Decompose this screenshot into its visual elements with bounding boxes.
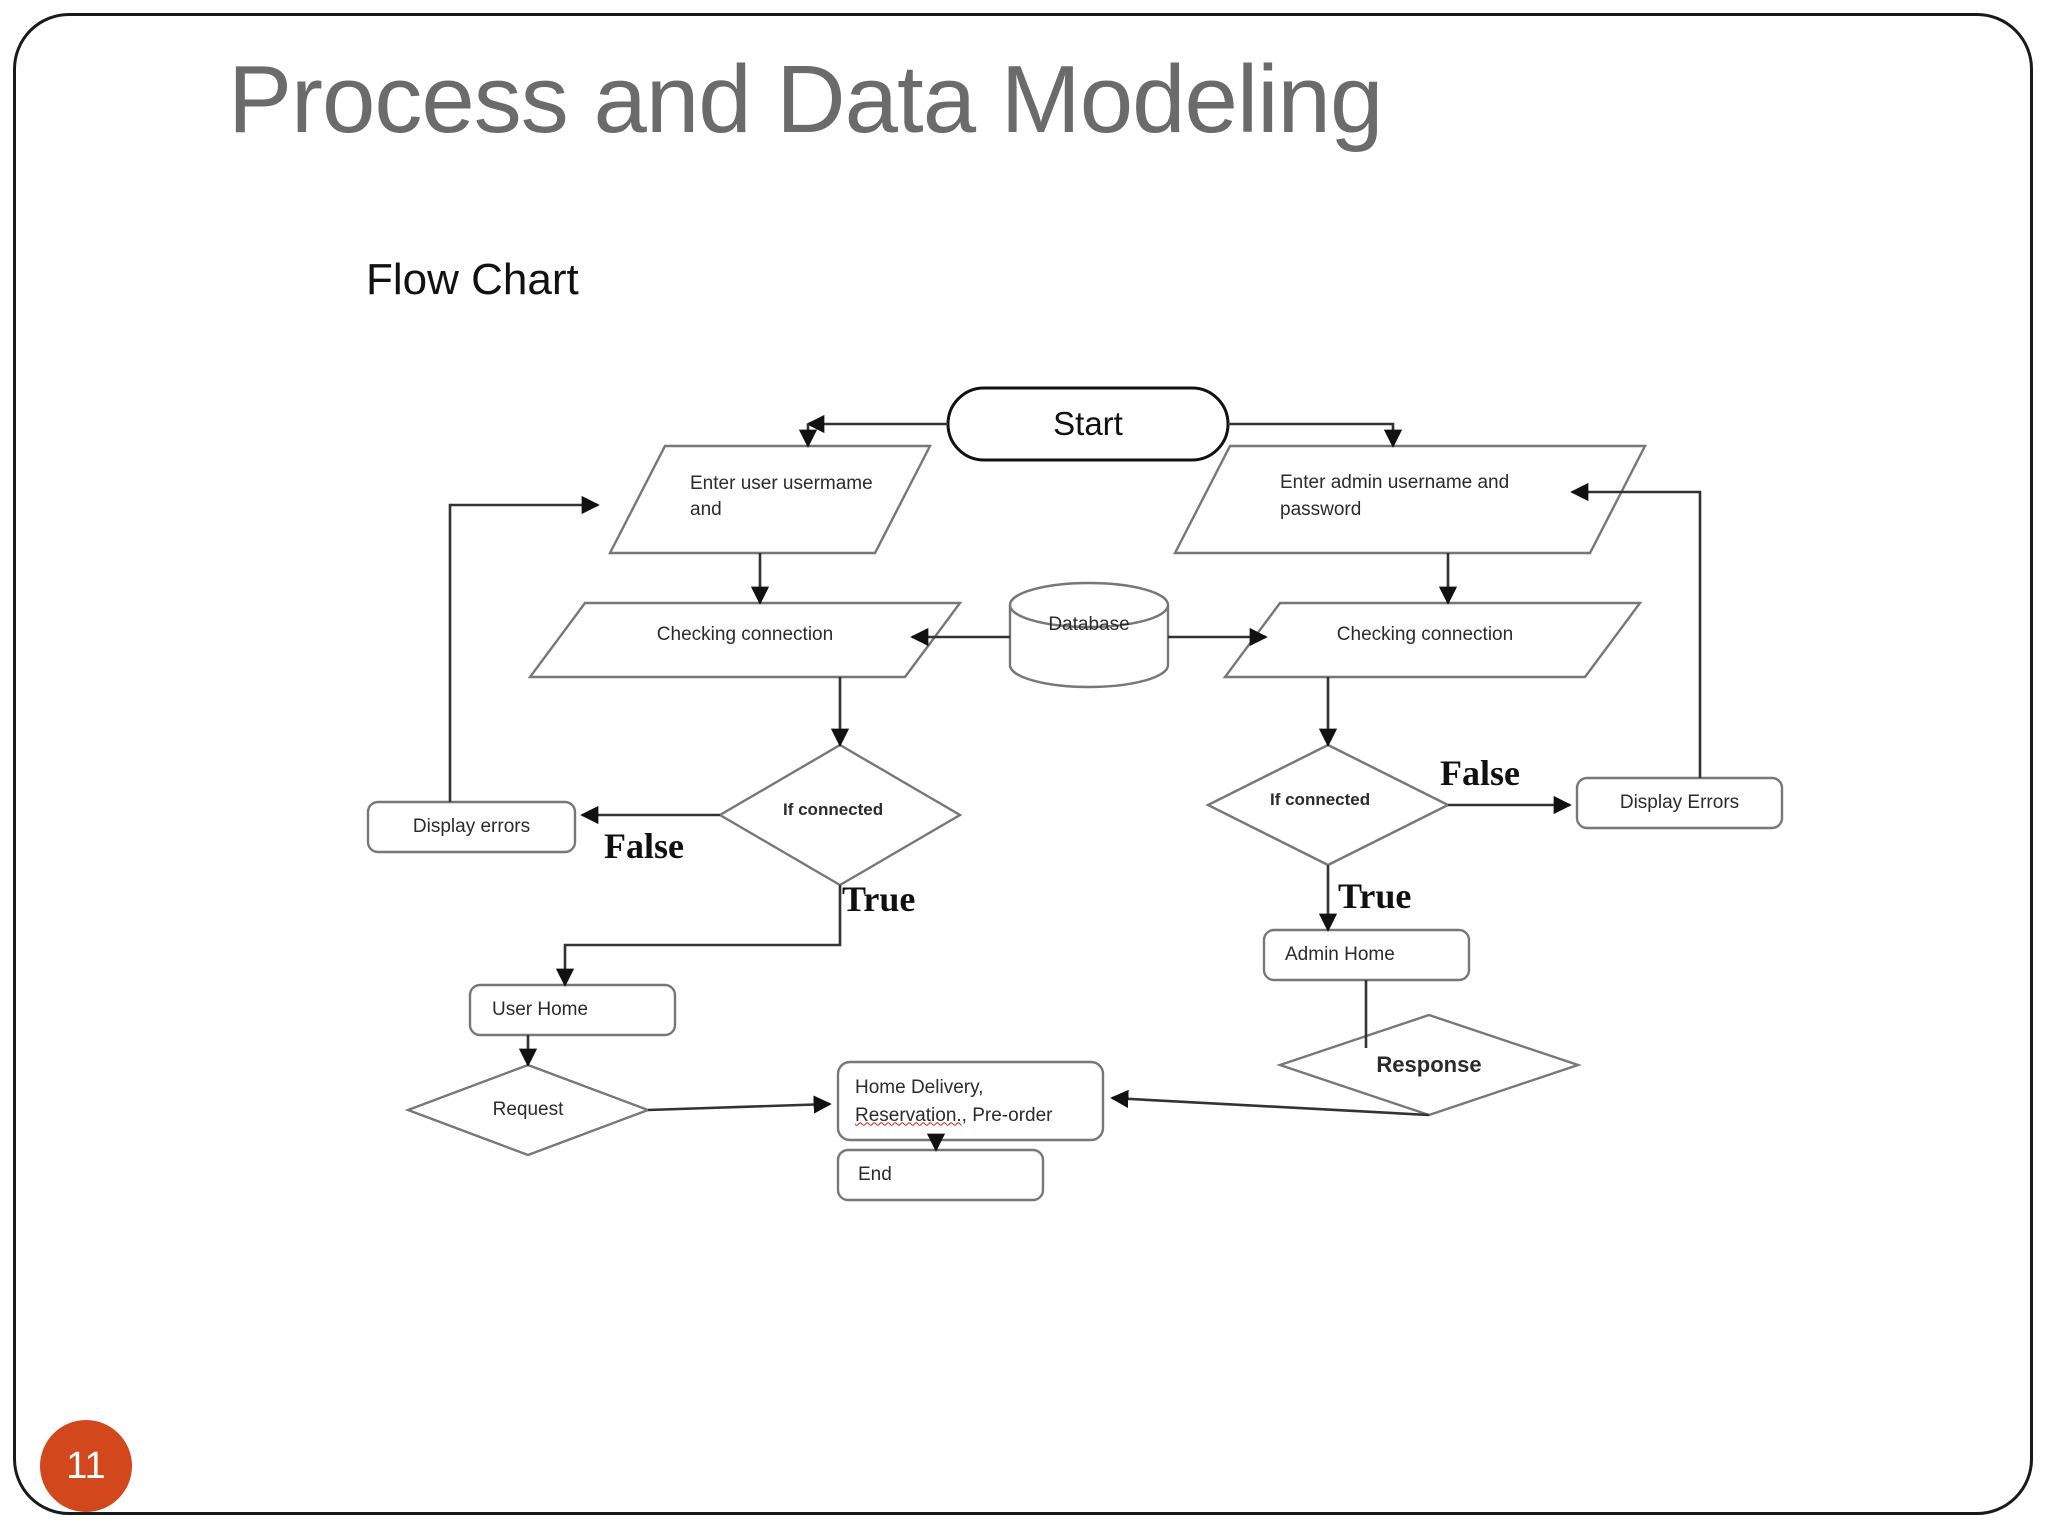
node-request bbox=[404, 1063, 652, 1157]
edge-label-false-right: False bbox=[1440, 753, 1520, 793]
slide-frame bbox=[13, 13, 2033, 1515]
edge-label-false-left: False bbox=[604, 826, 684, 866]
node-start bbox=[946, 386, 1230, 462]
node-display-errors-admin bbox=[1575, 776, 1784, 830]
node-admin-input bbox=[1173, 444, 1647, 555]
node-check-user bbox=[527, 601, 963, 679]
node-user-home bbox=[468, 983, 677, 1037]
edge-label-true-right: True bbox=[1338, 876, 1412, 916]
node-display-errors-user bbox=[366, 800, 577, 854]
edge-request-to-services bbox=[647, 1095, 832, 1114]
node-if-conn-user bbox=[717, 743, 963, 887]
edge-decision-user-true bbox=[555, 885, 842, 987]
page-title: Process and Data Modeling bbox=[228, 46, 1383, 153]
node-database bbox=[1008, 581, 1170, 689]
page-number-badge: 11 bbox=[40, 1420, 132, 1512]
node-services bbox=[836, 1060, 1105, 1142]
edge-label-true-left: True bbox=[842, 879, 916, 919]
node-admin-home bbox=[1262, 928, 1471, 982]
edge-start-to-admin-input bbox=[1228, 422, 1403, 448]
edge-response-to-services bbox=[1110, 1089, 1430, 1117]
node-user-input bbox=[608, 444, 932, 555]
edge-display-errors-user-feedback bbox=[448, 495, 600, 802]
node-if-conn-admin bbox=[1205, 743, 1451, 867]
node-check-admin bbox=[1222, 601, 1643, 679]
edge-display-errors-admin-feedback bbox=[1570, 482, 1702, 778]
slide-subtitle: Flow Chart bbox=[366, 255, 579, 304]
node-end bbox=[836, 1148, 1045, 1202]
node-response bbox=[1276, 1013, 1582, 1117]
